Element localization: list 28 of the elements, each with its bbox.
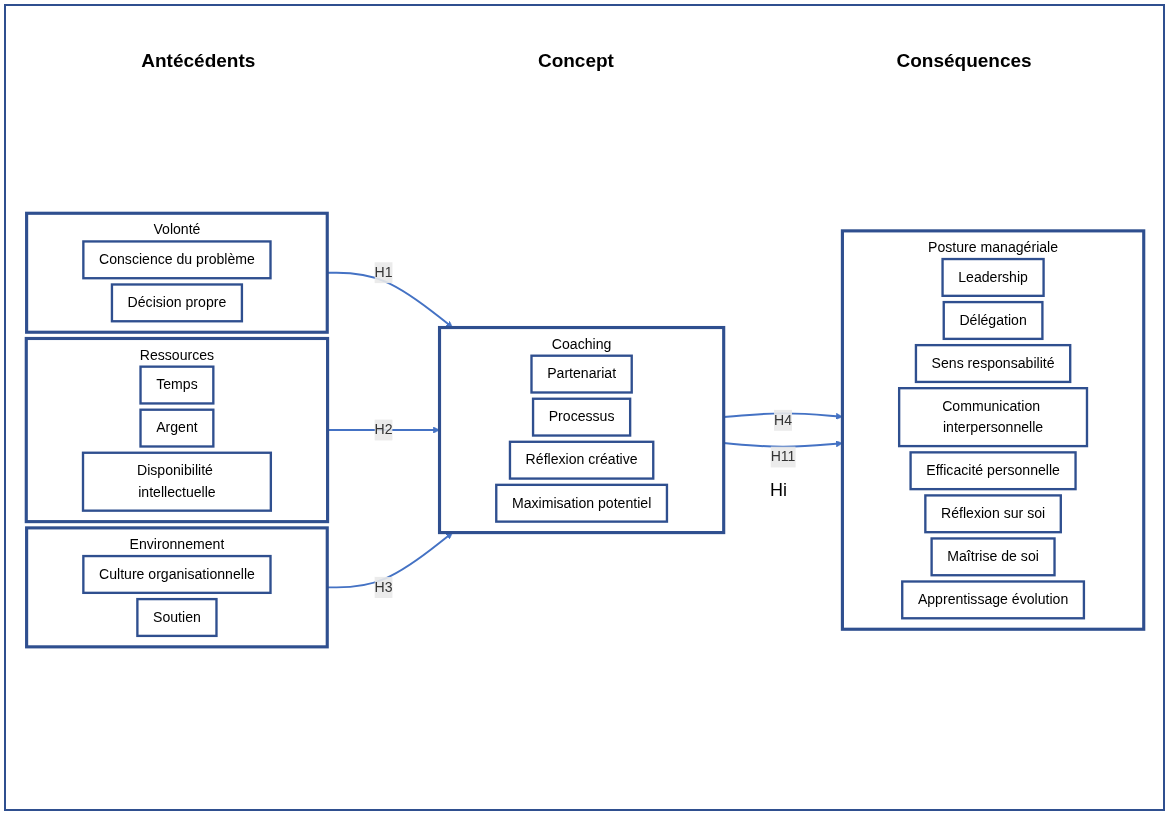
- edge-label: H4: [774, 411, 793, 428]
- node-box: Communication interpersonnelle: [897, 386, 1089, 448]
- edge-label: H3: [374, 579, 393, 595]
- node-box: Argent: [139, 408, 215, 448]
- node-box: Processus: [531, 397, 632, 437]
- node-box: Réflexion créative: [508, 440, 655, 480]
- node-box: Maîtrise de soi: [930, 537, 1056, 577]
- edge-label: H2: [374, 421, 393, 438]
- node-box: Apprentissage évolution: [901, 580, 1086, 620]
- node-box: Maximisation potentiel: [495, 483, 669, 523]
- node-box: Conscience du problème: [82, 240, 272, 280]
- node-box: Leadership: [941, 257, 1045, 297]
- node-box: Temps: [139, 365, 215, 405]
- node-box: Efficacité personnelle: [909, 451, 1077, 491]
- edge-label: H1: [374, 264, 393, 281]
- column-heading: Conséquences: [896, 50, 1032, 72]
- column-heading: Concept: [537, 50, 614, 72]
- node-box: Culture organisationnelle: [82, 554, 272, 594]
- node-box: Soutien: [136, 597, 218, 637]
- hypothesis-label: Hi: [770, 480, 787, 501]
- column-heading: Antécédents: [141, 50, 256, 72]
- node-box: Disponibilité intellectuelle: [81, 451, 273, 512]
- node-box: Réflexion sur soi: [924, 494, 1062, 534]
- node-box: Délégation: [942, 300, 1044, 340]
- node-box: Partenariat: [530, 354, 633, 394]
- node-box: Décision propre: [110, 283, 244, 323]
- edge-label: H11: [770, 448, 796, 465]
- node-box: Sens responsabilité: [914, 343, 1072, 384]
